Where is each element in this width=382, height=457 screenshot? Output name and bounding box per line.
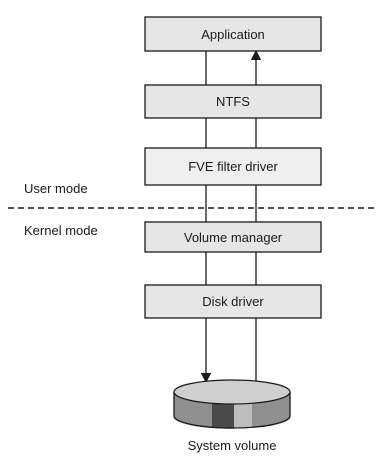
layer-ntfs: NTFS xyxy=(144,84,322,119)
disk-cylinder-top xyxy=(173,379,291,405)
disk-cylinder-outline xyxy=(173,392,291,429)
layer-fve-filter-driver: FVE filter driver xyxy=(144,147,322,186)
layer-application-label: Application xyxy=(201,27,265,42)
layer-volume-manager: Volume manager xyxy=(144,221,322,253)
layer-ntfs-label: NTFS xyxy=(216,94,250,109)
layer-application: Application xyxy=(144,16,322,52)
layer-ntfs-box xyxy=(144,84,322,119)
disk-cylinder-band xyxy=(212,401,234,428)
layer-disk-driver-label: Disk driver xyxy=(202,294,264,309)
user-mode-label: User mode xyxy=(24,181,88,196)
layer-fve-filter-driver-box xyxy=(144,147,322,186)
layer-disk-driver-box xyxy=(144,284,322,319)
connector-lines xyxy=(200,49,262,384)
layer-disk-driver: Disk driver xyxy=(144,284,322,319)
layer-application-box xyxy=(144,16,322,52)
disk-cylinder-icon xyxy=(173,379,291,429)
disk-cylinder-band-light xyxy=(234,401,252,428)
layer-volume-manager-label: Volume manager xyxy=(184,230,283,245)
layer-fve-filter-driver-label: FVE filter driver xyxy=(188,159,278,174)
system-volume-label: System volume xyxy=(188,438,277,453)
kernel-mode-label: Kernel mode xyxy=(24,223,98,238)
layer-volume-manager-box xyxy=(144,221,322,253)
